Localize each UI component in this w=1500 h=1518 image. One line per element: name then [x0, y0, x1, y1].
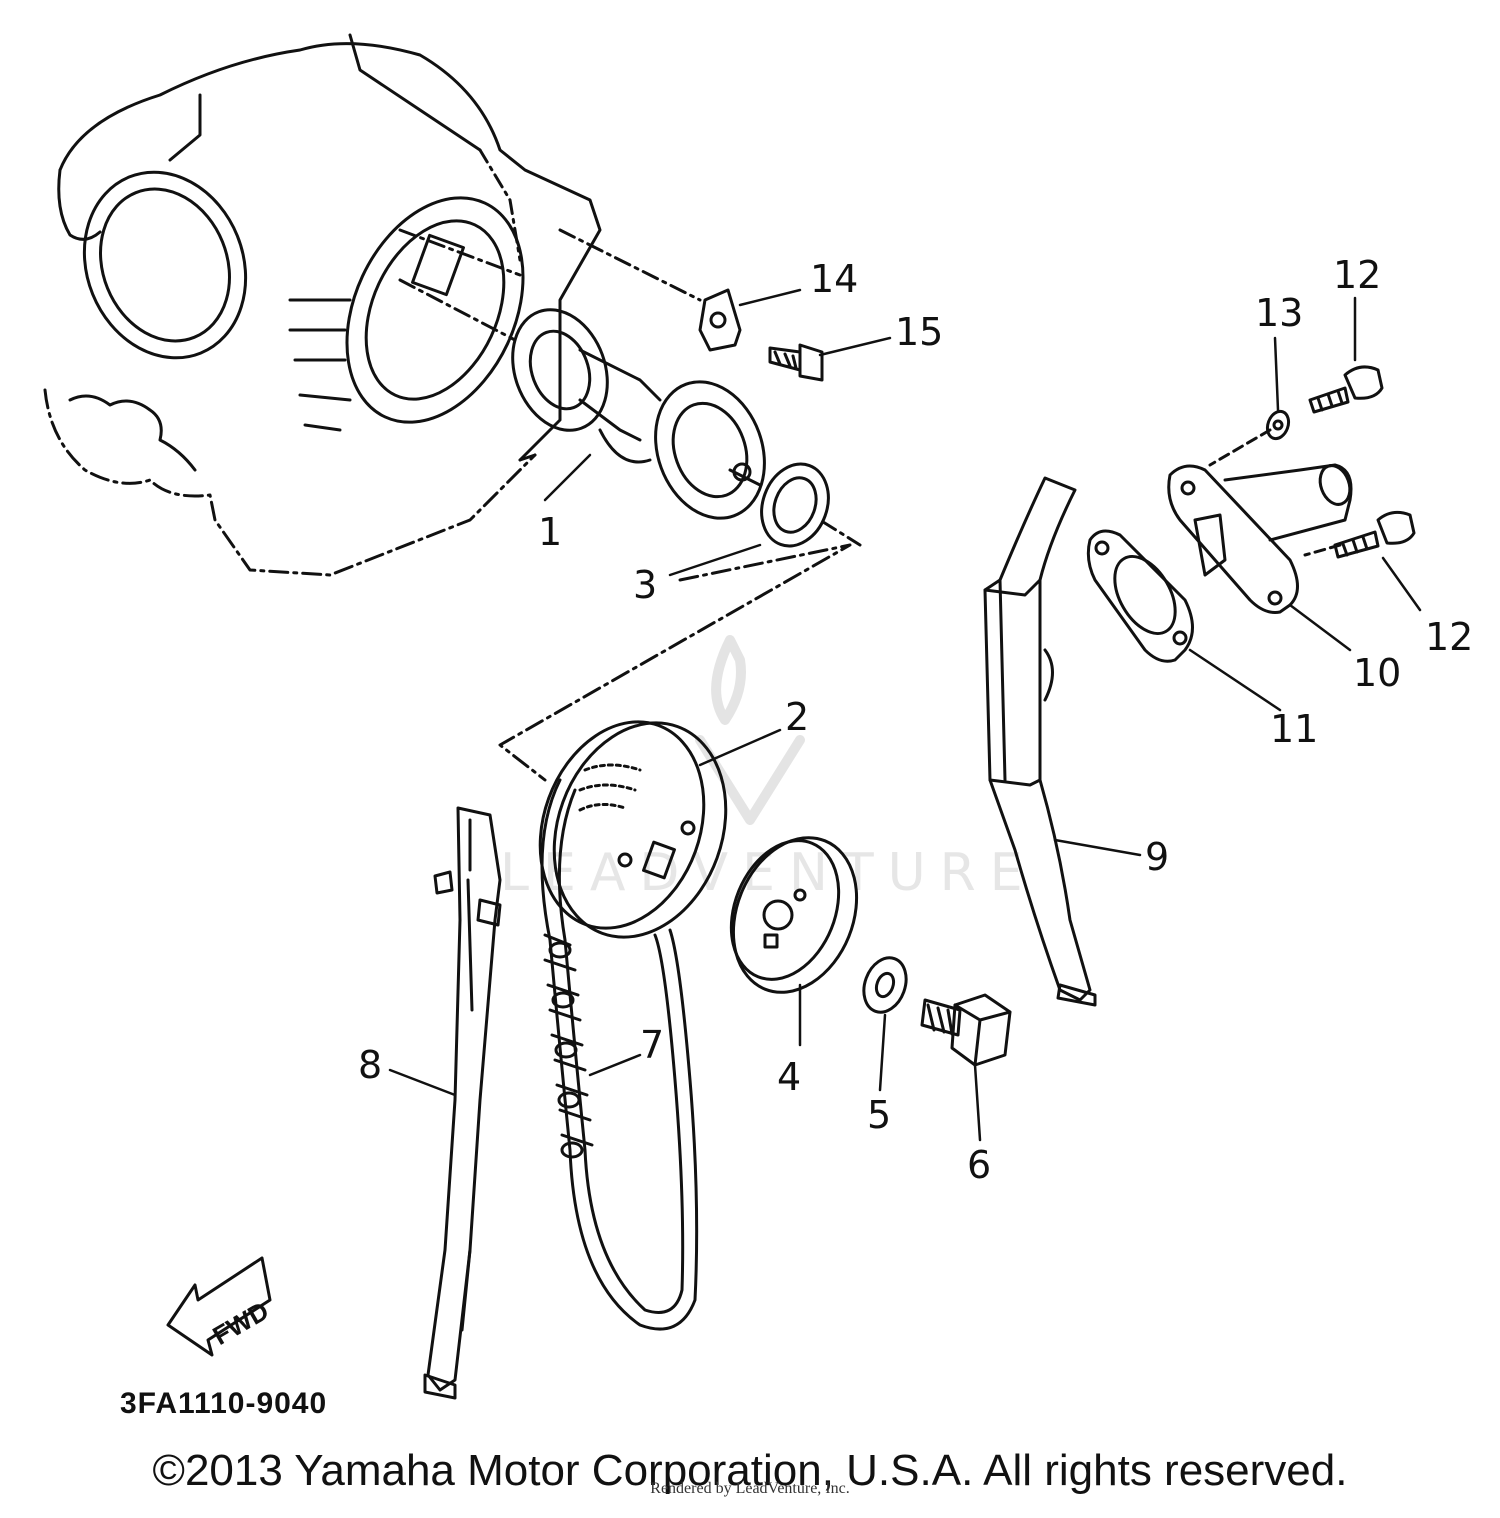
callout-15[interactable]: 15: [895, 310, 943, 354]
copyright-notice: ©2013 Yamaha Motor Corporation, U.S.A. A…: [152, 1446, 1348, 1495]
bolt-6: [920, 993, 1012, 1067]
bolt-12-lower: [1333, 510, 1416, 559]
timing-chain: [540, 778, 699, 1331]
callout-5[interactable]: 5: [867, 1093, 891, 1137]
chain-guide-front: [423, 806, 502, 1400]
callout-12-upper[interactable]: 12: [1333, 253, 1381, 297]
callout-2[interactable]: 2: [785, 695, 809, 739]
washer-13: [1265, 409, 1291, 441]
callout-8[interactable]: 8: [358, 1043, 382, 1087]
bolt-15: [768, 343, 824, 382]
cam-sprocket: [538, 720, 728, 939]
cylinder-head: [43, 33, 702, 577]
callout-1[interactable]: 1: [538, 510, 562, 554]
callout-13[interactable]: 13: [1255, 291, 1303, 335]
callout-11[interactable]: 11: [1270, 707, 1318, 751]
callout-6[interactable]: 6: [967, 1143, 991, 1187]
rendered-by-notice: Rendered by LeadVenture, Inc.: [650, 1480, 850, 1497]
lock-plate: [698, 288, 742, 352]
camshaft: [511, 308, 766, 520]
callout-3[interactable]: 3: [633, 563, 657, 607]
bolt-12-upper: [1308, 365, 1384, 414]
callout-9[interactable]: 9: [1145, 835, 1169, 879]
watermark-text: LEADVENTURE: [500, 843, 1037, 903]
leader-lines: [388, 288, 1422, 1142]
fwd-arrow-icon: [166, 1256, 272, 1357]
chain-tensioner: [1167, 463, 1353, 614]
tensioner-gasket: [1086, 529, 1194, 663]
chain-guide-rear: [983, 476, 1097, 1007]
callout-12-lower[interactable]: 12: [1425, 615, 1473, 659]
washer-5: [862, 956, 908, 1014]
sprocket-plate: [729, 836, 859, 994]
callout-10[interactable]: 10: [1353, 651, 1401, 695]
alignment-line: [498, 543, 852, 782]
cam-end-cap: [760, 462, 830, 548]
callout-7[interactable]: 7: [640, 1023, 664, 1067]
diagram-code: 3FA1110-9040: [120, 1387, 327, 1420]
callout-14[interactable]: 14: [810, 257, 858, 301]
callout-4[interactable]: 4: [777, 1055, 801, 1099]
